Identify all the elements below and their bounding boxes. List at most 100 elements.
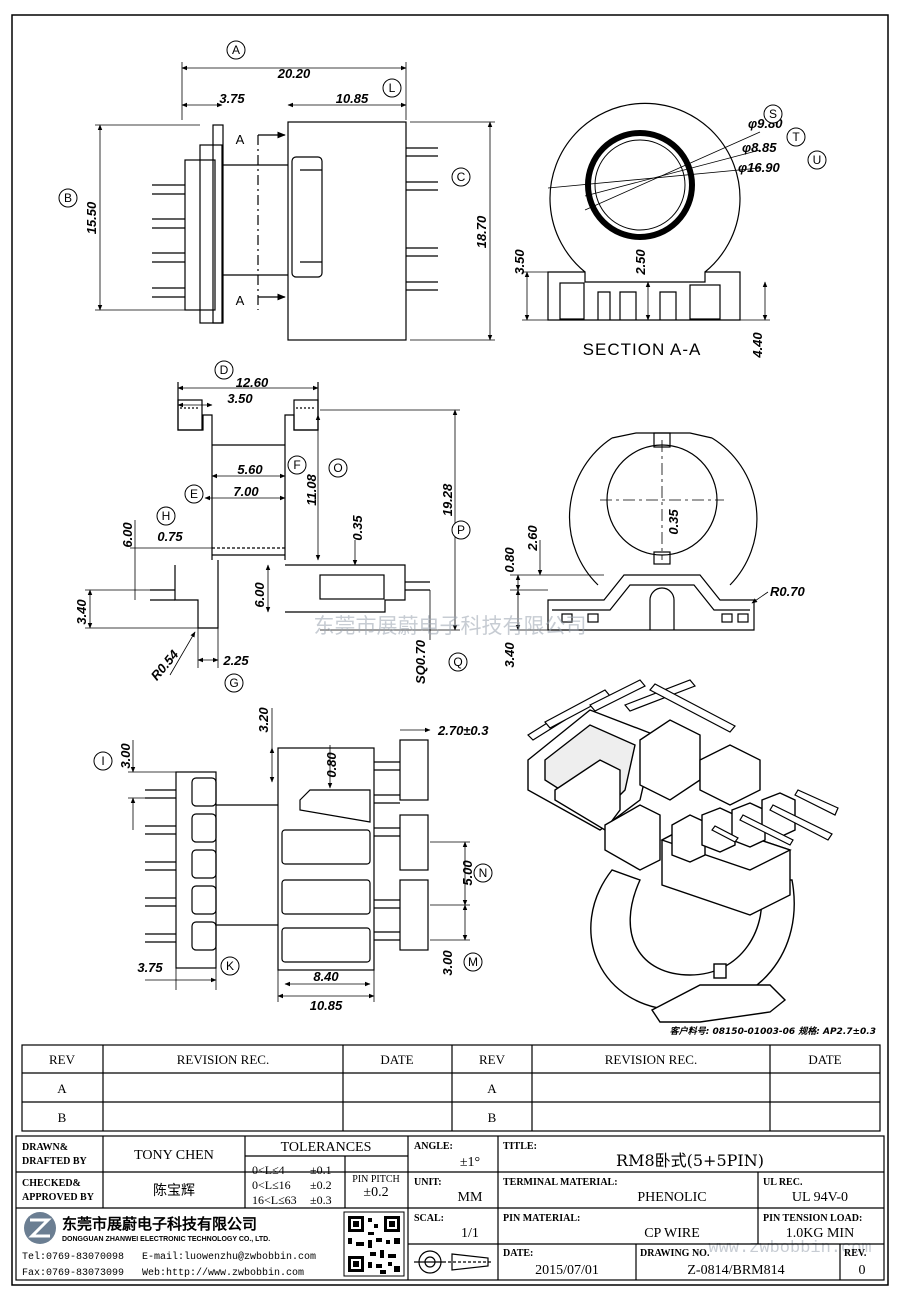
dim-1260: 12.60 — [236, 375, 269, 390]
tol-range-3: 16<L≤63 — [252, 1193, 297, 1207]
isometric-view — [527, 679, 839, 1023]
ref-l: L — [389, 81, 396, 95]
ref-b: B — [64, 191, 72, 205]
section-mark-top: A — [236, 132, 245, 147]
rev-header-rev-1: REV — [49, 1052, 76, 1067]
dim-500: 5.00 — [460, 860, 475, 886]
dim-080-end: 0.80 — [502, 547, 517, 573]
dim-1085-bottom: 10.85 — [310, 998, 343, 1013]
tol-range-1: 0<L≤4 — [252, 1163, 285, 1177]
dim-560: 5.60 — [237, 462, 263, 477]
rev-value: 0 — [859, 1263, 866, 1278]
checked-label-line1: CHECKED& — [22, 1178, 81, 1189]
drawn-by-value: TONY CHEN — [134, 1148, 214, 1163]
rev-label: REV. — [844, 1248, 867, 1259]
ref-o: O — [333, 461, 342, 475]
pin-material-value: CP WIRE — [644, 1226, 700, 1241]
dim-075: 0.75 — [157, 529, 183, 544]
dim-375-top: 3.75 — [219, 91, 245, 106]
dim-270: 2.70±0.3 — [437, 723, 489, 738]
company-web: Web:http://www.zwbobbin.com — [142, 1267, 304, 1279]
ref-u: U — [813, 153, 822, 167]
section-a-a-view — [522, 102, 770, 321]
section-title: SECTION A-A — [583, 340, 702, 359]
dim-600-left: 6.00 — [120, 522, 135, 548]
company-name-en: DONGGUAN ZHANWEI ELECTRONIC TECHNOLOGY C… — [62, 1236, 270, 1243]
tolerances-label: TOLERANCES — [281, 1140, 372, 1155]
qr-code-icon — [343, 1211, 405, 1277]
revision-table — [21, 1044, 881, 1132]
pin-pitch-value: ±0.2 — [363, 1185, 388, 1200]
dim-1108: 11.08 — [304, 473, 319, 505]
dim-sq070: SQ0.70 — [413, 639, 428, 684]
dim-300-top: 3.00 — [118, 743, 133, 769]
tol-range-2: 0<L≤16 — [252, 1178, 291, 1192]
rev-row-a-right: A — [487, 1081, 497, 1096]
rev-header-rev-2: REV — [479, 1052, 506, 1067]
rev-header-rec-2: REVISION REC. — [605, 1052, 697, 1067]
side-view — [95, 62, 495, 341]
drawing-title: RM8卧式(5+5PIN) — [616, 1151, 764, 1170]
company-name-cn: 东莞市展蔚电子科技有限公司 — [62, 1215, 257, 1233]
drawing-no-label: DRAWING NO. — [640, 1248, 710, 1259]
terminal-material-value: PHENOLIC — [637, 1190, 706, 1205]
dim-1085-top: 10.85 — [336, 91, 369, 106]
ref-m: M — [468, 955, 478, 969]
terminal-material-label: TERMINAL MATERIAL: — [503, 1177, 618, 1188]
scale-value: 1/1 — [461, 1226, 479, 1241]
title-label: TITLE: — [503, 1141, 537, 1152]
dim-c: 18.70 — [474, 215, 489, 248]
unit-value: MM — [458, 1190, 483, 1205]
dim-r054: R0.54 — [148, 646, 182, 683]
ref-i: I — [101, 754, 104, 768]
dim-u: φ16.90 — [738, 160, 780, 175]
drawn-label-line2: DRAFTED BY — [22, 1156, 88, 1167]
front-view — [85, 382, 460, 676]
dim-320: 3.20 — [256, 707, 271, 733]
top-view — [128, 708, 470, 1002]
drawn-label-line1: DRAWN& — [22, 1142, 68, 1153]
date-label: DATE: — [503, 1248, 533, 1259]
scale-label: SCAL: — [414, 1213, 444, 1224]
tol-value-1: ±0.1 — [310, 1163, 332, 1177]
pin-tension-value: 1.0KG MIN — [786, 1226, 854, 1241]
sheet-border — [11, 14, 889, 1286]
dim-350-sec: 3.50 — [512, 249, 527, 275]
dim-300-bottom: 3.00 — [440, 950, 455, 976]
dim-260: 2.60 — [525, 525, 540, 552]
end-view — [510, 432, 769, 631]
ref-h: H — [162, 509, 171, 523]
reference-bubbles — [58, 40, 827, 976]
company-logo — [24, 1212, 56, 1244]
section-mark-bottom: A — [236, 293, 245, 308]
pin-pitch-label: PIN PITCH — [352, 1174, 400, 1185]
drawing-no-value: Z-0814/BRM814 — [687, 1263, 784, 1278]
ref-q: Q — [453, 655, 462, 669]
dim-700: 7.00 — [233, 484, 259, 499]
dim-440-sec: 4.40 — [750, 332, 765, 359]
dim-r070: R0.70 — [770, 584, 805, 599]
customer-note: 客户料号: 08150-01003-06 规格: AP2.7±0.3 — [670, 1026, 876, 1037]
rev-header-date-2: DATE — [808, 1052, 841, 1067]
ref-k: K — [226, 959, 234, 973]
ref-t: T — [792, 130, 800, 144]
company-tel: Tel:0769-83070098 — [22, 1251, 124, 1263]
date-value: 2015/07/01 — [535, 1263, 599, 1278]
rev-row-a-left: A — [57, 1081, 67, 1096]
rev-row-b-right: B — [488, 1110, 497, 1125]
pin-material-label: PIN MATERIAL: — [503, 1213, 580, 1224]
dim-375-bottom: 3.75 — [137, 960, 163, 975]
ref-f: F — [293, 458, 300, 472]
dim-225: 2.25 — [222, 653, 249, 668]
ref-s: S — [769, 107, 777, 121]
tol-value-3: ±0.3 — [310, 1193, 332, 1207]
ref-e: E — [190, 487, 198, 501]
ul-value: UL 94V-0 — [792, 1190, 848, 1205]
dim-1928: 19.28 — [440, 483, 455, 516]
rev-header-date-1: DATE — [380, 1052, 413, 1067]
angle-label: ANGLE: — [414, 1141, 453, 1152]
ref-d: D — [220, 363, 229, 377]
dim-840: 8.40 — [313, 969, 339, 984]
dim-340-end: 3.40 — [502, 642, 517, 668]
